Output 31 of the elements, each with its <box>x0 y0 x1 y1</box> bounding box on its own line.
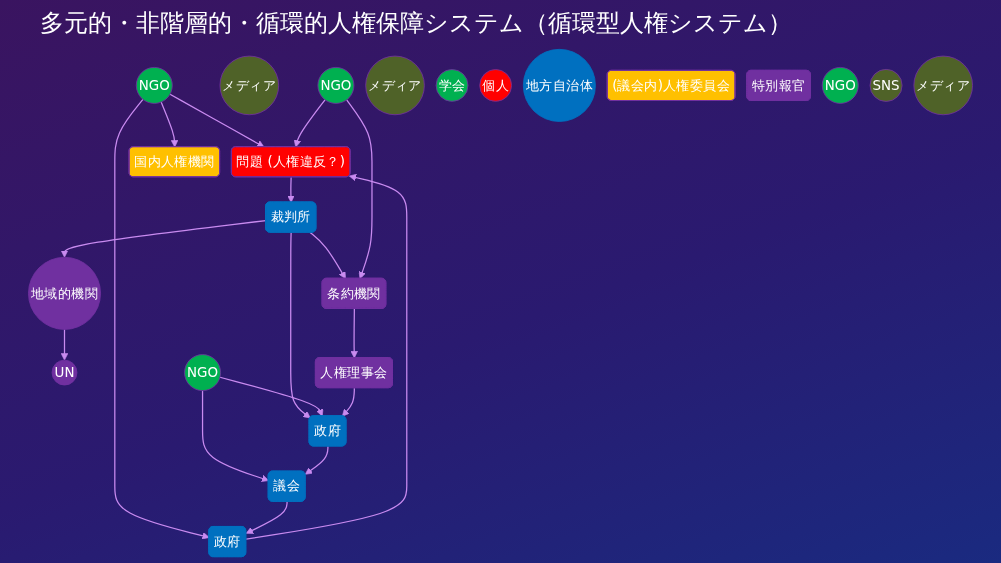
arrow <box>114 98 210 540</box>
node-circle: メディア <box>365 55 425 116</box>
arrow <box>219 376 324 417</box>
node-circle: 学会 <box>435 69 469 102</box>
arrow <box>309 231 346 280</box>
node-circle: メディア <box>219 55 280 116</box>
arrow <box>304 445 329 475</box>
node-circle: 地域的機関 <box>28 256 101 330</box>
arrow <box>342 387 355 417</box>
arrow <box>201 390 269 482</box>
node-circle: NGO <box>317 67 355 104</box>
node-circle: メディア <box>913 55 973 116</box>
arrow <box>350 308 358 359</box>
node-circle: NGO <box>184 354 221 392</box>
node-circle: UN <box>51 359 78 386</box>
node-circle: NGO <box>135 67 173 104</box>
arrow <box>346 99 373 280</box>
arrow <box>60 328 69 361</box>
node-circle: 個人 <box>479 69 512 102</box>
arrow <box>169 93 265 148</box>
arrow <box>293 99 326 148</box>
node-circle: 地方自治体 <box>522 48 596 122</box>
arrow <box>245 501 288 534</box>
node-circle: SNS <box>869 68 903 102</box>
slide-title: 多元的・非階層的・循環的人権保障システム（循環型人権システム） <box>40 8 793 39</box>
arrow <box>245 173 408 540</box>
arrow <box>160 101 179 148</box>
node-circle: NGO <box>821 67 859 104</box>
arrow <box>290 231 311 419</box>
arrow <box>287 176 295 203</box>
arrow <box>60 219 267 258</box>
